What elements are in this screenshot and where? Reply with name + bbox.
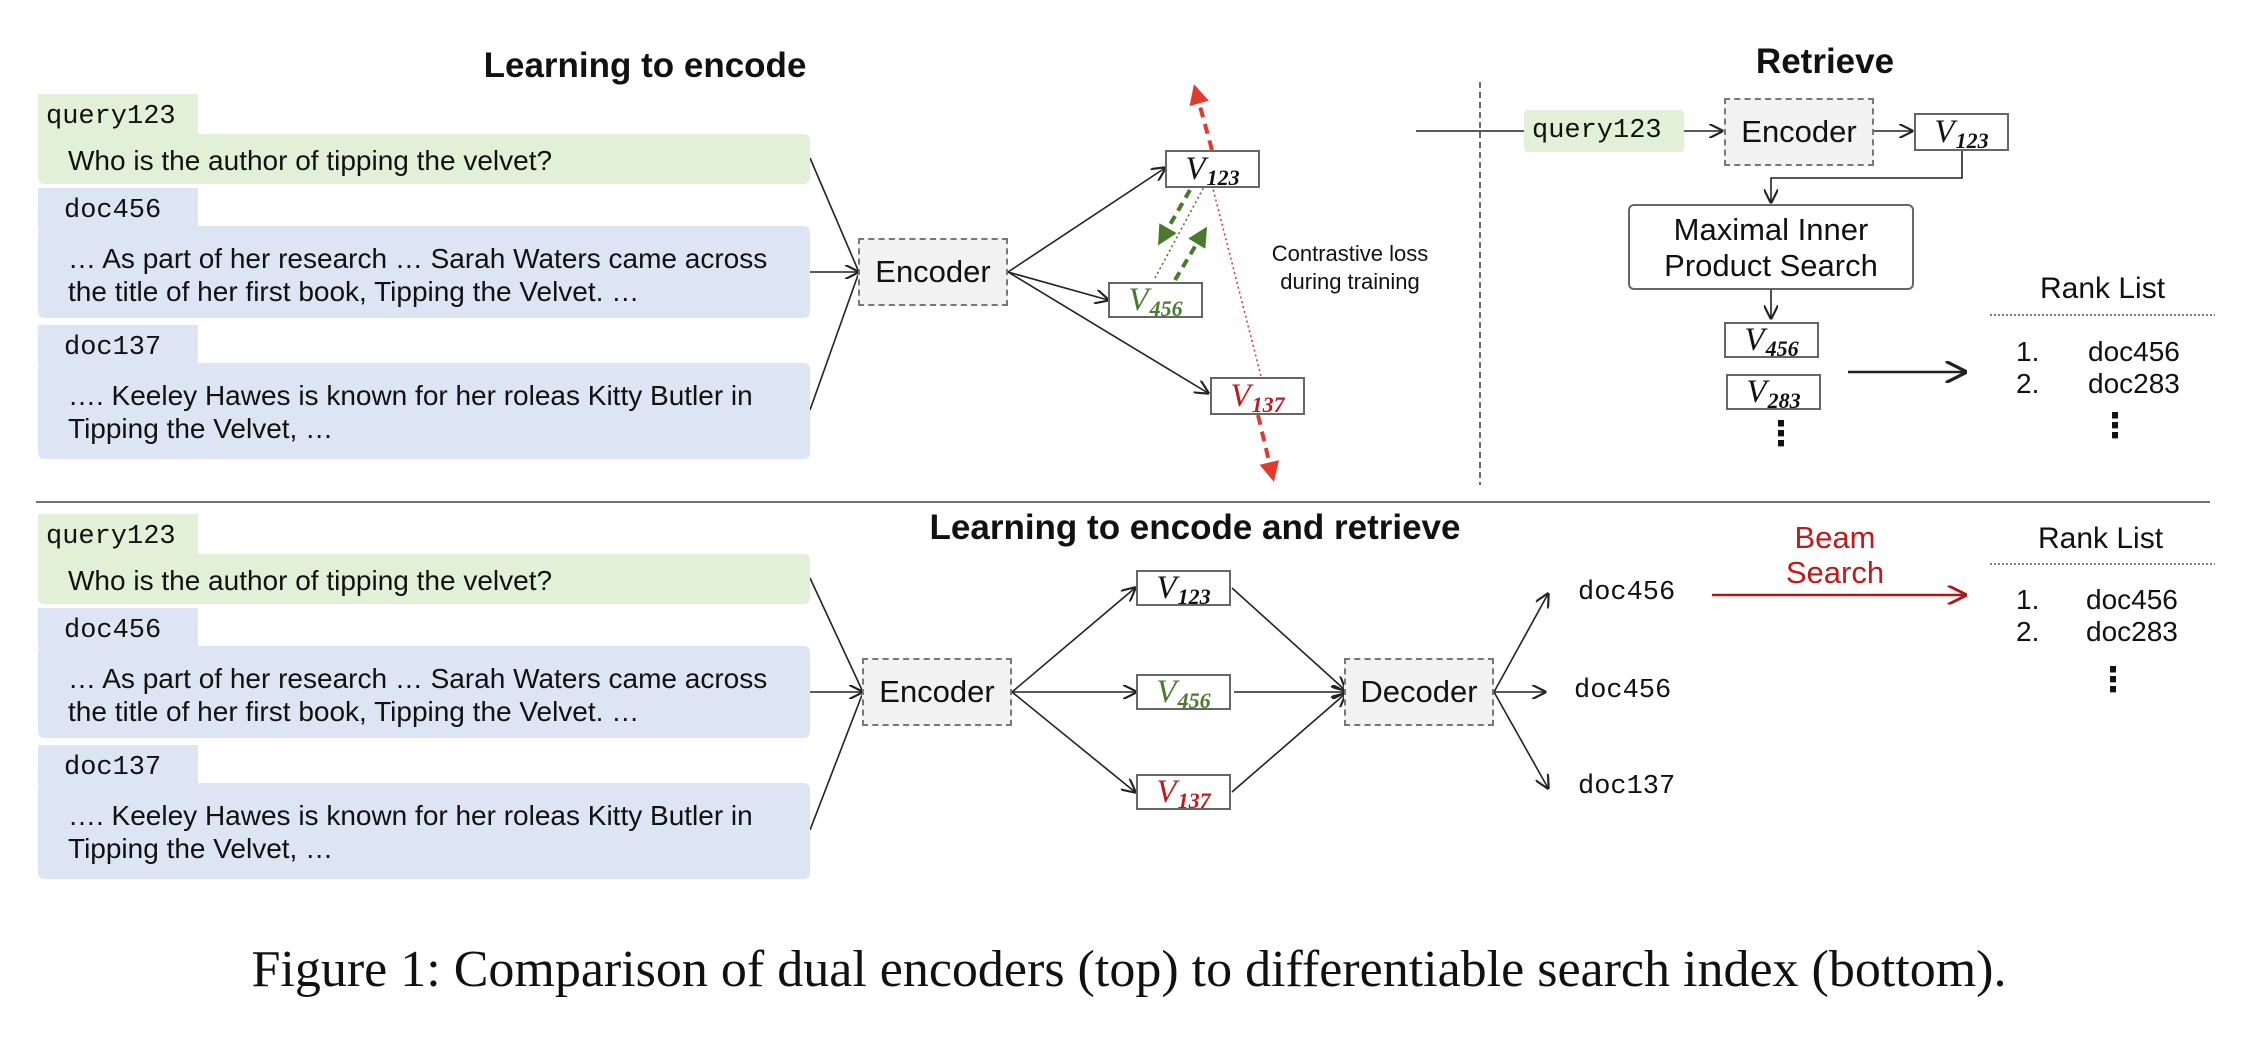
bottom-output-2: doc456 [1574,676,1672,706]
positive-pull-line [1154,184,1206,279]
decoder-box: Decoder [1344,658,1494,726]
negative-push-arrow-up [1189,84,1214,151]
bottom-query-to-encoder-line [809,577,863,691]
positive-pull-arrow-up [1173,226,1208,282]
bottom-rank-more: ⋮ [2096,661,2130,699]
top-doc456-text: … As part of her research … Sarah Waters… [38,226,810,318]
figure-caption: Figure 1: Comparison of dual encoders (t… [251,941,2007,998]
bottom-encoder-box: Encoder [862,658,1012,726]
top-doc2-to-encoder-line [809,274,859,411]
negative-push-line [1211,184,1263,381]
bottom-doc2-to-encoder-line [809,694,863,831]
retrieve-rank-num-1: 1. [2016,336,2040,367]
top-encoder-to-v137-arrow [1007,271,1208,393]
bottom-rank-num-1: 1. [2016,584,2040,615]
bottom-doc137-tag: doc137 [38,745,198,785]
bottom-output-3: doc137 [1578,772,1676,802]
top-doc137-text: …. Keeley Hawes is known for her roleas … [38,363,810,459]
top-encoder-to-v456-arrow [1007,271,1108,300]
bottom-decoder-to-out3-arrow [1493,691,1548,788]
beam-search-label: Beam Search [1785,520,1885,590]
bottom-encoder-to-v137-arrow [1011,691,1135,792]
bottom-doc137-text: …. Keeley Hawes is known for her roleas … [38,783,810,879]
bottom-section-title: Learning to encode and retrieve [929,508,1461,547]
positive-pull-arrow-down [1158,189,1192,246]
top-encoder-to-v123-arrow [1007,168,1165,273]
top-query-text: Who is the author of tipping the velvet? [38,134,810,184]
bottom-doc456-text: … As part of her research … Sarah Waters… [38,646,810,738]
top-query-to-encoder-line [809,157,859,271]
bottom-rank-doc-2: doc283 [2086,616,2178,647]
retrieve-title: Retrieve [1755,42,1895,81]
bottom-doc456-tag: doc456 [38,608,198,648]
top-section-title: Learning to encode [483,46,807,85]
negative-push-arrow-down [1256,414,1280,482]
top-doc456-tag: doc456 [38,188,198,228]
retrieve-rank-doc-1: doc456 [2088,336,2180,367]
bottom-query-text: Who is the author of tipping the velvet? [38,554,810,604]
bottom-encoder-to-v123-arrow [1011,588,1135,693]
bottom-output-1: doc456 [1578,578,1676,608]
retrieve-rank-num-2: 2. [2016,368,2040,399]
top-query-tag: query123 [38,94,198,136]
top-doc137-tag: doc137 [38,325,198,365]
bottom-rank-list-title: Rank List [2038,522,2164,555]
retrieve-more-vectors: ⋮ [1764,415,1798,453]
retrieve-rank-more: ⋮ [2098,407,2132,445]
bottom-query-tag: query123 [38,514,198,556]
retrieve-rank-list-title: Rank List [2040,272,2166,305]
retrieve-query-tag: query123 [1524,110,1684,152]
contrastive-loss-label: Contrastive loss during training [1271,241,1429,294]
bottom-rank-num-2: 2. [2016,616,2040,647]
mips-box: Maximal Inner Product Search [1628,204,1914,290]
bottom-v123-to-decoder-arrow [1231,587,1345,690]
retrieve-encoder-box: Encoder [1724,98,1874,166]
retrieve-rank-doc-2: doc283 [2088,368,2180,399]
bottom-v137-to-decoder-arrow [1231,694,1345,793]
bottom-rank-doc-1: doc456 [2086,584,2178,615]
bottom-decoder-to-out1-arrow [1493,594,1548,693]
retrieve-v123-to-mips-arrow [1771,150,1963,202]
top-encoder-box: Encoder [858,238,1008,306]
